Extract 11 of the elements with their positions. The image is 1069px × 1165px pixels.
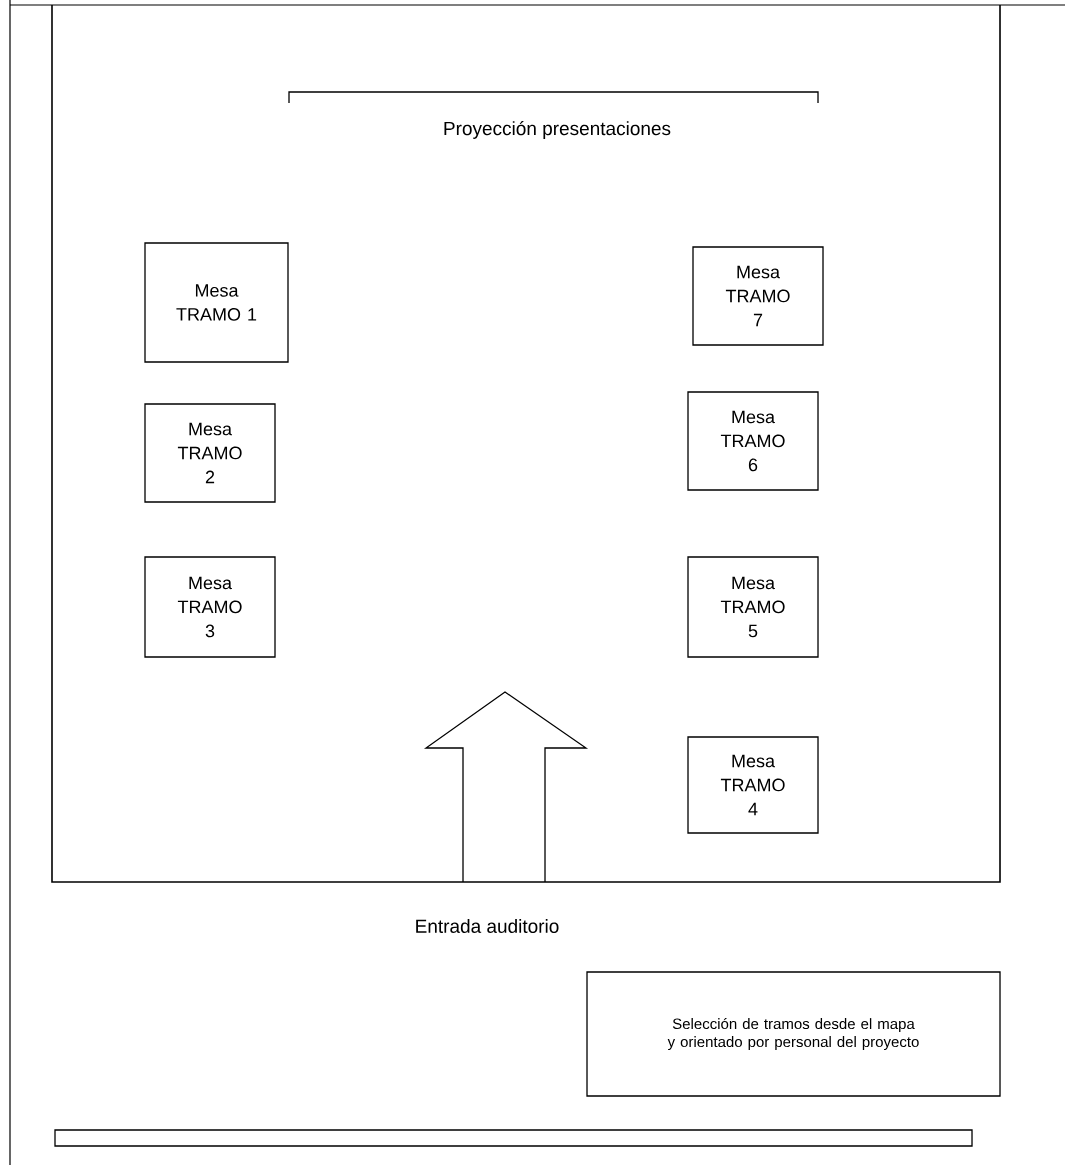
bar-outline <box>54 1129 973 1147</box>
table-box: Mesa TRAMO 6 <box>687 391 819 491</box>
table-box: Mesa TRAMO 1 <box>144 242 289 363</box>
entrance-label: Entrada auditorio <box>416 919 559 933</box>
note-box: Selección de tramos desde el mapa y orientado por personal del proyecto <box>586 971 1001 1097</box>
table-box: Mesa TRAMO 4 <box>687 736 819 834</box>
table-box: Mesa TRAMO 2 <box>144 403 276 503</box>
table-box: Mesa TRAMO 7 <box>692 246 824 346</box>
table-box: Mesa TRAMO 3 <box>144 556 276 658</box>
screen-label: Proyección presentaciones <box>444 121 671 139</box>
table-box: Mesa TRAMO 5 <box>687 556 819 658</box>
